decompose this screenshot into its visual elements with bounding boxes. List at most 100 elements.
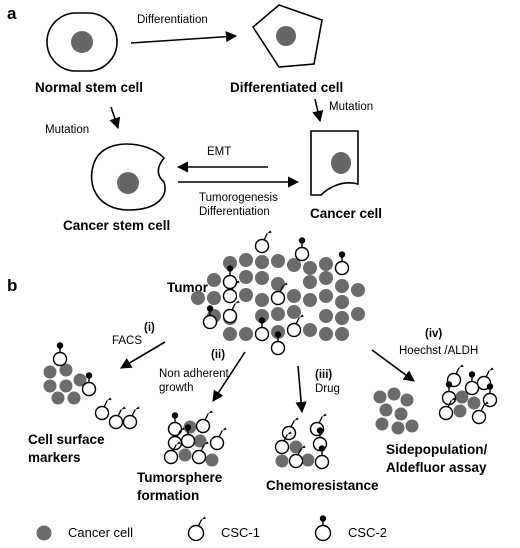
cancer-cell [319,309,333,323]
cancer-cell [319,271,333,285]
cancer-stem-cell-label: Cancer stem cell [63,218,170,233]
emt-label: EMT [207,146,231,158]
cancer-cell [207,273,221,287]
cancer-cell [467,396,481,410]
sidepopulation-csc-cluster [438,364,498,425]
cancer-cell [191,291,205,305]
csc1-cell [471,401,489,425]
csc1-cell [254,230,272,254]
csc2-cell [441,381,457,406]
normal-stem-cell-icon [46,12,118,72]
differentiation-arrow [130,31,238,44]
facs-label: FACS [112,335,142,347]
cancer-cell [51,391,65,405]
cancer-cell [59,379,73,393]
cancer-cell [303,261,317,275]
method-ii-number: (ii) [211,349,225,361]
csc1-cell [94,397,112,421]
cancer-cell [387,387,401,401]
cancer-cell [178,448,192,462]
method-iv-number: (iv) [425,328,442,340]
result-iii-label: Chemoresistance [266,478,379,493]
cancer-cell [255,255,269,269]
cancer-cell [255,309,269,323]
facs-arrow [120,341,166,369]
csc2-cell [52,342,68,367]
csc1-cell [281,417,299,441]
differentiation-label-2: Differentiation [199,206,270,218]
mutation-arrow-left [109,106,121,130]
cancer-cell [207,291,221,305]
tumorsphere-cluster [163,410,227,467]
cancer-cell [36,525,52,541]
result-i-label-line2: markers [28,450,81,465]
cancer-cell [255,293,269,307]
csc2-cell [314,445,330,470]
cancer-cell [319,327,333,341]
csc1-cell [187,516,207,542]
cancer-cell [351,307,365,321]
csc2-cell [222,265,238,290]
differentiated-cell-label: Differentiated cell [230,80,343,95]
result-i-label-line1: Cell surface [28,432,105,447]
cancer-cell [335,279,349,293]
cancer-cell [453,404,467,418]
result-iv-label-line1: Sidepopulation/ [386,442,487,457]
csc1-cell [108,406,126,430]
cancer-cell [303,275,317,289]
legend-marks [36,515,332,542]
non-adherent-label-line2: growth [159,382,194,394]
legend-csc1-label: CSC-1 [221,525,260,540]
cancer-cell-label: Cancer cell [310,206,382,221]
legend: Cancer cell CSC-1 CSC-2 [36,515,387,542]
sidepopulation-cancer-cluster [373,387,419,435]
csc1-cell [209,427,227,451]
csc2-cell [202,305,218,330]
cancer-cell [394,407,408,421]
differentiated-cell-icon [251,4,323,68]
normal-stem-cell-label: Normal stem cell [35,80,143,95]
method-iii-number: (iii) [315,369,332,381]
cancer-stem-cell-icon [90,143,166,211]
non-adherent-arrow [212,351,246,402]
cancer-cell [271,254,285,268]
cell-surface-markers-cluster [43,342,140,430]
csc1-cell [270,282,288,306]
panel-b-label: b [7,276,17,295]
csc2-cell [167,412,183,437]
legend-csc2-label: CSC-2 [348,525,387,540]
cancer-cell [43,379,57,393]
cancer-cell [43,365,57,379]
csc1-cell [438,397,456,421]
csc2-cell [81,372,97,397]
drug-arrow [295,365,307,414]
csc1-cell [122,406,140,430]
csc2-cell [464,371,480,396]
chemoresistance-cluster [274,413,330,470]
cancer-cell [205,453,219,467]
hoechst-arrow [371,349,415,382]
cancer-cell [400,393,414,407]
method-i-number: (i) [144,322,155,334]
cancer-cell [375,417,389,431]
mutation-arrow-right [312,98,324,123]
cancer-cell [319,289,333,303]
result-ii-label-line1: Tumorsphere [137,470,223,485]
cancer-cell [351,283,365,297]
cancer-cell [73,373,87,387]
cancer-cell [289,440,303,454]
cancer-cell [303,293,317,307]
cancer-cell [239,288,253,302]
cancer-cell [301,453,315,467]
cancer-cell [223,327,237,341]
cancer-cell [67,391,81,405]
cancer-cell [373,390,387,404]
csc1-cell [288,445,306,469]
csc2-cell [270,331,286,356]
drug-label: Drug [315,383,340,395]
csc2-cell [334,251,350,276]
cancer-cell [405,419,419,433]
non-adherent-label-line1: Non adherent [159,368,229,380]
cancer-cell [319,257,333,271]
